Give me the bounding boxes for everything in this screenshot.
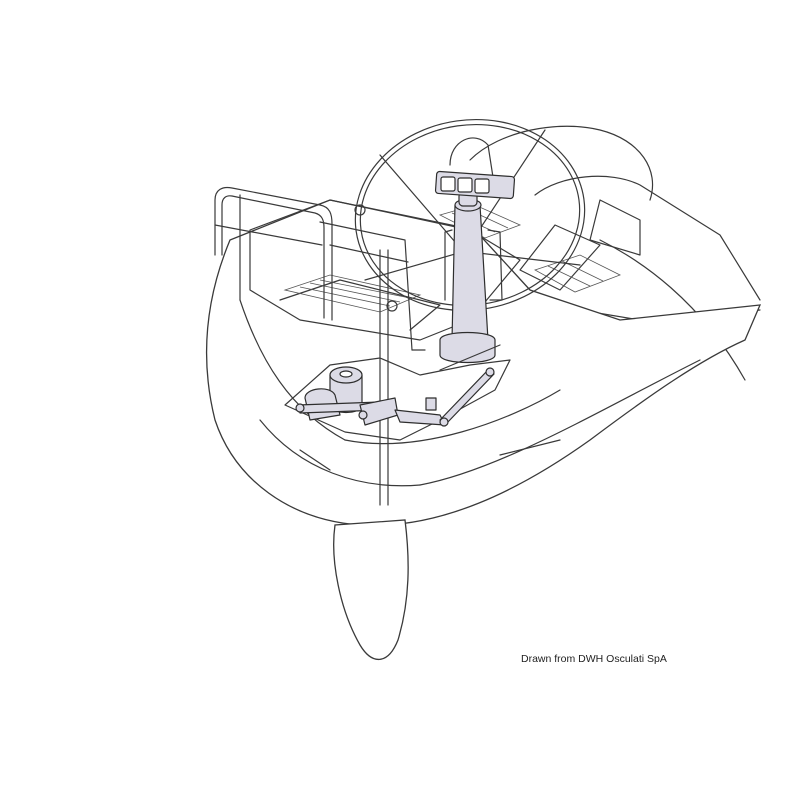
figure-caption: Drawn from DWH Osculati SpA — [521, 653, 667, 665]
rudder — [333, 519, 409, 661]
steering-compartment — [284, 357, 511, 441]
instrument-pod — [434, 137, 516, 200]
hull-stern — [205, 199, 762, 527]
tiller-arm-linkage — [295, 344, 501, 427]
rudder-stock — [379, 249, 389, 506]
stern-pulpit-rail — [214, 186, 426, 351]
